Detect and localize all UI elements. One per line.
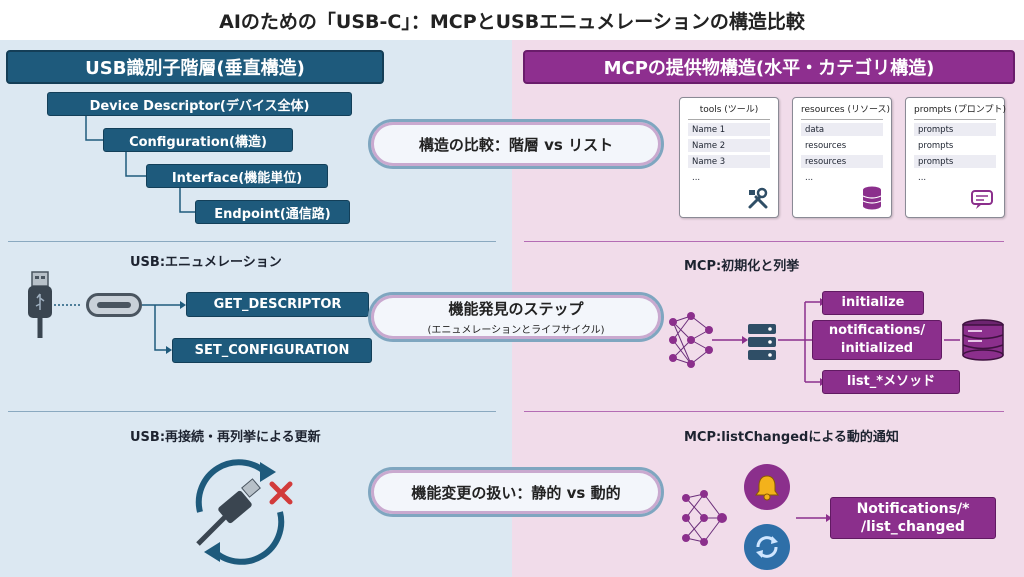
comparison-pill-discovery: 機能発見のステップ (エニュメレーションとライフサイクル)	[368, 292, 664, 342]
bell-icon-badge	[744, 464, 790, 510]
device-descriptor-box: Device Descriptor(デバイス全体)	[47, 92, 352, 116]
card-row: resources	[801, 155, 883, 168]
card-row: Name 3	[688, 155, 770, 168]
usb-update-label: USB:再接続・再列挙による更新	[130, 430, 321, 445]
usb-plug-icon	[28, 271, 52, 338]
notifications-initialized-box: notifications/ initialized	[812, 320, 942, 360]
card-row: prompts	[918, 140, 954, 151]
tools-card-title: tools (ツール)	[688, 102, 770, 120]
list-methods-box: list_*メソッド	[822, 370, 960, 394]
comparison-pill-discovery-subtext: (エニュメレーションとライフサイクル)	[427, 325, 605, 336]
neural-network-icon	[669, 312, 713, 368]
tools-card: tools (ツール) Name 1 Name 2 Name 3 ...	[679, 97, 779, 218]
set-configuration-box: SET_CONFIGURATION	[172, 338, 372, 363]
card-row: ...	[805, 172, 814, 183]
card-row: prompts	[914, 123, 996, 136]
right-divider-1	[524, 241, 1004, 242]
configuration-box: Configuration(構造)	[103, 128, 293, 152]
card-row: data	[801, 123, 883, 136]
comparison-pill-change-text: 機能変更の扱い：静的 vs 動的	[411, 483, 621, 502]
refresh-icon	[756, 536, 778, 558]
prompts-card: prompts (プロンプト) prompts prompts prompts …	[905, 97, 1006, 218]
usb-header: USB識別子階層(垂直構造)	[6, 50, 384, 84]
card-row: resources	[805, 140, 847, 151]
card-row: ...	[692, 172, 701, 183]
resources-card: resources (リソース) data resources resource…	[792, 97, 892, 218]
left-divider-2	[8, 411, 496, 412]
left-divider-1	[8, 241, 496, 242]
card-row: Name 2	[688, 139, 770, 152]
comparison-pill-structure-text: 構造の比較：階層 vs リスト	[418, 135, 614, 154]
card-row: Name 1	[688, 123, 770, 136]
database-icon	[962, 319, 1004, 361]
comparison-pill-discovery-text: 機能発見のステップ	[448, 300, 584, 318]
neural-network-icon	[682, 490, 727, 546]
comparison-pill-change: 機能変更の扱い：静的 vs 動的	[368, 467, 664, 517]
comparison-pill-structure: 構造の比較：階層 vs リスト	[368, 119, 664, 169]
initialize-box: initialize	[822, 291, 924, 315]
right-divider-2	[524, 411, 1004, 412]
usb-enumeration-label: USB:エニュメレーション	[130, 255, 282, 270]
mcp-init-label: MCP:初期化と列挙	[684, 259, 800, 274]
usb-c-port-icon	[86, 293, 142, 317]
notifications-list-changed-box: Notifications/* /list_changed	[830, 497, 996, 539]
mcp-header: MCPの提供物構造(水平・カテゴリ構造)	[523, 50, 1015, 84]
card-row: ...	[918, 172, 927, 183]
server-icon	[748, 324, 776, 360]
endpoint-box: Endpoint(通信路)	[195, 200, 350, 224]
get-descriptor-box: GET_DESCRIPTOR	[186, 292, 369, 317]
card-row: prompts	[914, 155, 996, 168]
prompts-card-title: prompts (プロンプト)	[914, 102, 1006, 120]
interface-box: Interface(機能単位)	[146, 164, 328, 188]
refresh-icon-badge	[744, 524, 790, 570]
resources-card-title: resources (リソース)	[801, 102, 890, 120]
mcp-update-label: MCP:listChangedによる動的通知	[684, 430, 899, 445]
reconnect-cycle-icon	[195, 459, 293, 565]
chat-bubble-icon	[971, 190, 993, 209]
database-icon	[862, 186, 882, 210]
bell-icon	[755, 475, 779, 501]
tools-icon	[748, 187, 768, 209]
page-title: AIのための「USB-C」：MCPとUSBエニュメレーションの構造比較	[219, 10, 805, 33]
